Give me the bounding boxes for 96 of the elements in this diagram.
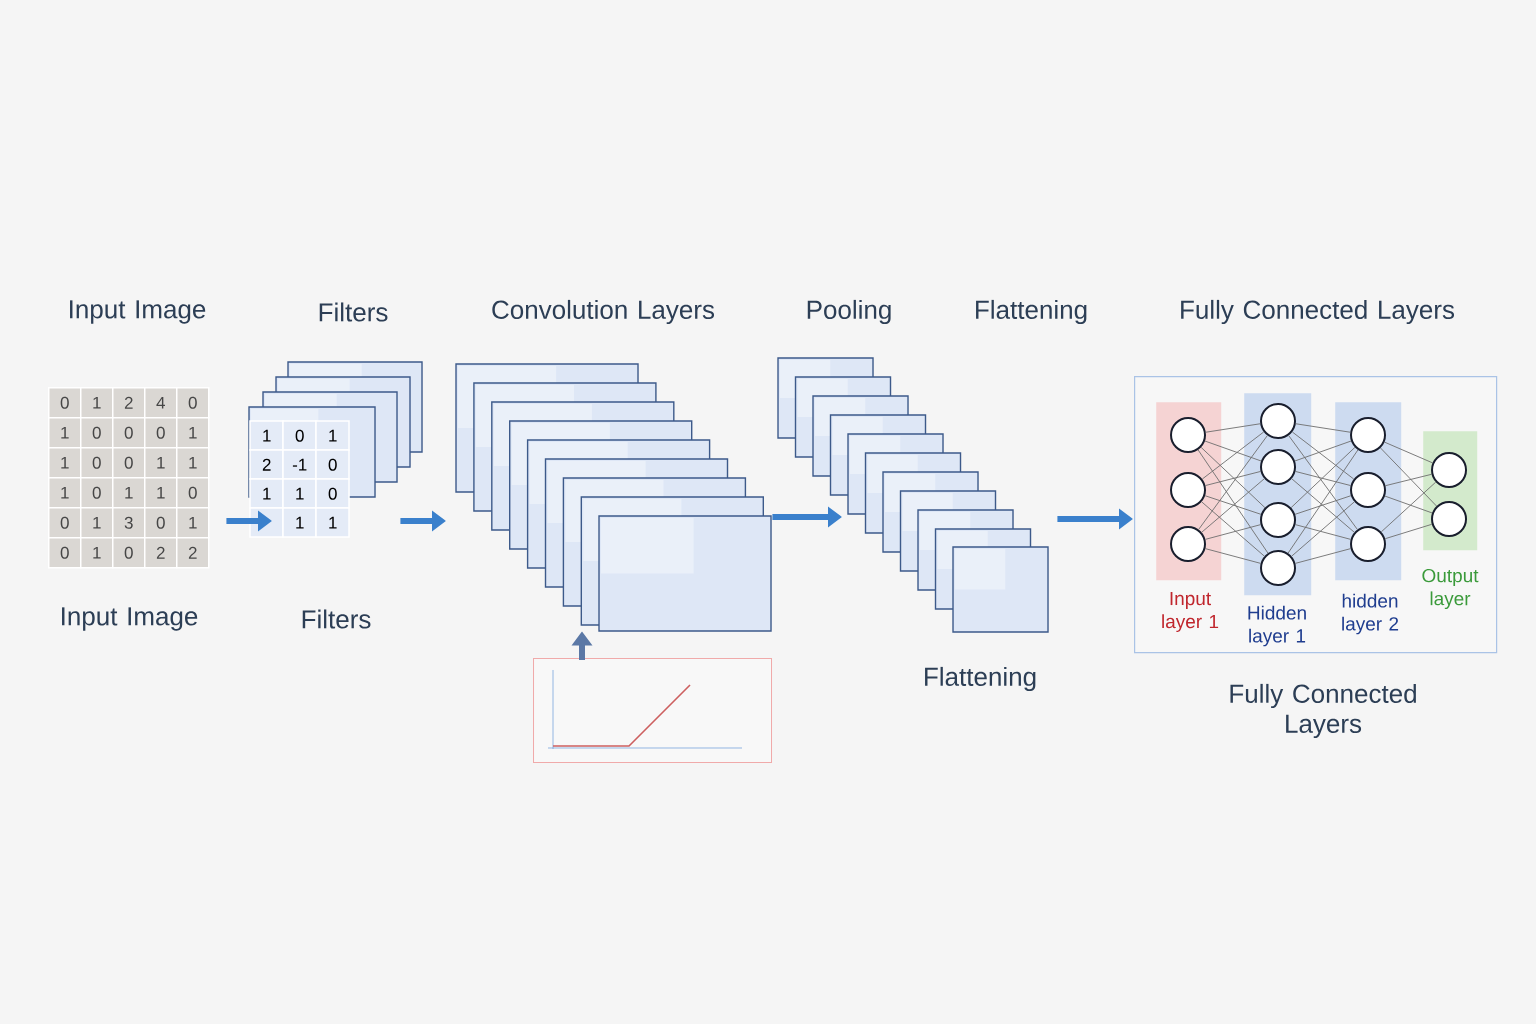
connection-line xyxy=(1384,523,1433,540)
connection-line xyxy=(1204,524,1262,540)
grid-cell: 1 xyxy=(176,507,210,539)
grid-cell: 0 xyxy=(112,537,146,569)
connection-line xyxy=(1294,495,1352,515)
grid-cell: 0 xyxy=(144,507,178,539)
neuron xyxy=(1260,502,1296,538)
filter-value: 0 xyxy=(328,458,337,471)
grid-cell: 0 xyxy=(48,507,82,539)
filter-value: 1 xyxy=(296,487,304,500)
grid-cell: 1 xyxy=(48,447,82,479)
connection-line xyxy=(1380,481,1437,533)
grid-cell: 1 xyxy=(80,507,114,539)
connection-line xyxy=(1198,435,1268,530)
connection-line xyxy=(1204,548,1262,564)
filter-value: 1 xyxy=(263,429,271,442)
neuron xyxy=(1350,417,1386,453)
grid-cell: 0 xyxy=(80,477,114,509)
heading: Flattening xyxy=(976,299,1087,325)
connection-line xyxy=(1384,495,1433,514)
neuron xyxy=(1170,526,1206,562)
grid-cell: 4 xyxy=(144,387,178,419)
layer-label: Input layer 1 xyxy=(1162,592,1219,632)
grid-cell: 0 xyxy=(112,417,146,449)
heading: Filters xyxy=(319,302,388,322)
grid-cell: 0 xyxy=(48,537,82,569)
node-label: Fully Connected Layers xyxy=(1230,683,1416,739)
connection-line xyxy=(1295,471,1351,486)
grid-cell: 1 xyxy=(48,477,82,509)
relu-graph-drawing xyxy=(533,658,772,763)
connection-line xyxy=(1197,449,1269,554)
neuron xyxy=(1431,452,1467,488)
grid-cell: 0 xyxy=(80,417,114,449)
filter-value: 1 xyxy=(296,516,304,529)
connection-line xyxy=(1200,446,1266,509)
connection-line xyxy=(1204,440,1262,462)
node-label: Flattening xyxy=(925,666,1036,692)
neuron xyxy=(1431,501,1467,537)
grid-cell: 1 xyxy=(176,447,210,479)
grid-cell: 0 xyxy=(112,447,146,479)
grid-cell: 2 xyxy=(176,537,210,569)
layer-label: Output layer xyxy=(1422,568,1479,610)
heading: Pooling xyxy=(807,299,891,325)
neuron xyxy=(1260,449,1296,485)
connection-line xyxy=(1201,478,1265,533)
connection-line xyxy=(1295,423,1351,433)
neuron xyxy=(1350,472,1386,508)
heading: Input Image xyxy=(70,300,206,324)
filter-value: 0 xyxy=(328,487,337,500)
node-label: Input Image xyxy=(62,607,198,631)
grid-cell: 3 xyxy=(112,507,146,539)
neuron xyxy=(1260,403,1296,439)
grid-cell: 1 xyxy=(48,417,82,449)
connection-line xyxy=(1294,440,1352,462)
grid-cell: 1 xyxy=(176,417,210,449)
connection-line xyxy=(1291,501,1355,557)
neuron xyxy=(1350,526,1386,562)
connection-line xyxy=(1205,423,1261,433)
connection-line xyxy=(1201,501,1265,557)
grid-cell: 1 xyxy=(144,477,178,509)
connection-line xyxy=(1290,446,1356,509)
connection-line xyxy=(1380,447,1437,507)
heading: Convolution Layers xyxy=(492,299,714,325)
grid-cell: 0 xyxy=(176,387,210,419)
grid-cell: 1 xyxy=(80,537,114,569)
grid-cell: 0 xyxy=(48,387,82,419)
connection-line xyxy=(1291,478,1355,533)
grid-cell: 1 xyxy=(80,387,114,419)
filter-value: 1 xyxy=(263,487,271,500)
layer-label: hidden layer 2 xyxy=(1342,593,1399,635)
grid-cell: 2 xyxy=(144,537,178,569)
connection-line xyxy=(1294,548,1352,564)
grid-cell: 0 xyxy=(80,447,114,479)
filter-value: 2 xyxy=(262,458,271,471)
node-label: Filters xyxy=(302,609,371,629)
neuron xyxy=(1170,417,1206,453)
filter-value: 1 xyxy=(329,516,337,529)
grid-cell: 0 xyxy=(176,477,210,509)
connection-line xyxy=(1201,431,1265,480)
grid-cell: 2 xyxy=(112,387,146,419)
filter-value: -1 xyxy=(292,458,307,471)
connection-line xyxy=(1291,431,1355,480)
grid-cell: 0 xyxy=(144,417,178,449)
connection-line xyxy=(1384,441,1433,464)
heading: Fully Connected Layers xyxy=(1181,299,1454,325)
connection-line xyxy=(1204,495,1262,515)
connection-line xyxy=(1205,471,1261,486)
connection-line xyxy=(1288,435,1358,530)
neuron xyxy=(1170,472,1206,508)
neuron xyxy=(1260,550,1296,586)
connection-line xyxy=(1287,449,1359,554)
layer-label: Hidden layer 1 xyxy=(1248,605,1306,647)
grid-cell: 1 xyxy=(144,447,178,479)
connection-line xyxy=(1294,524,1352,540)
grid-cell: 1 xyxy=(112,477,146,509)
connection-line xyxy=(1385,473,1432,487)
